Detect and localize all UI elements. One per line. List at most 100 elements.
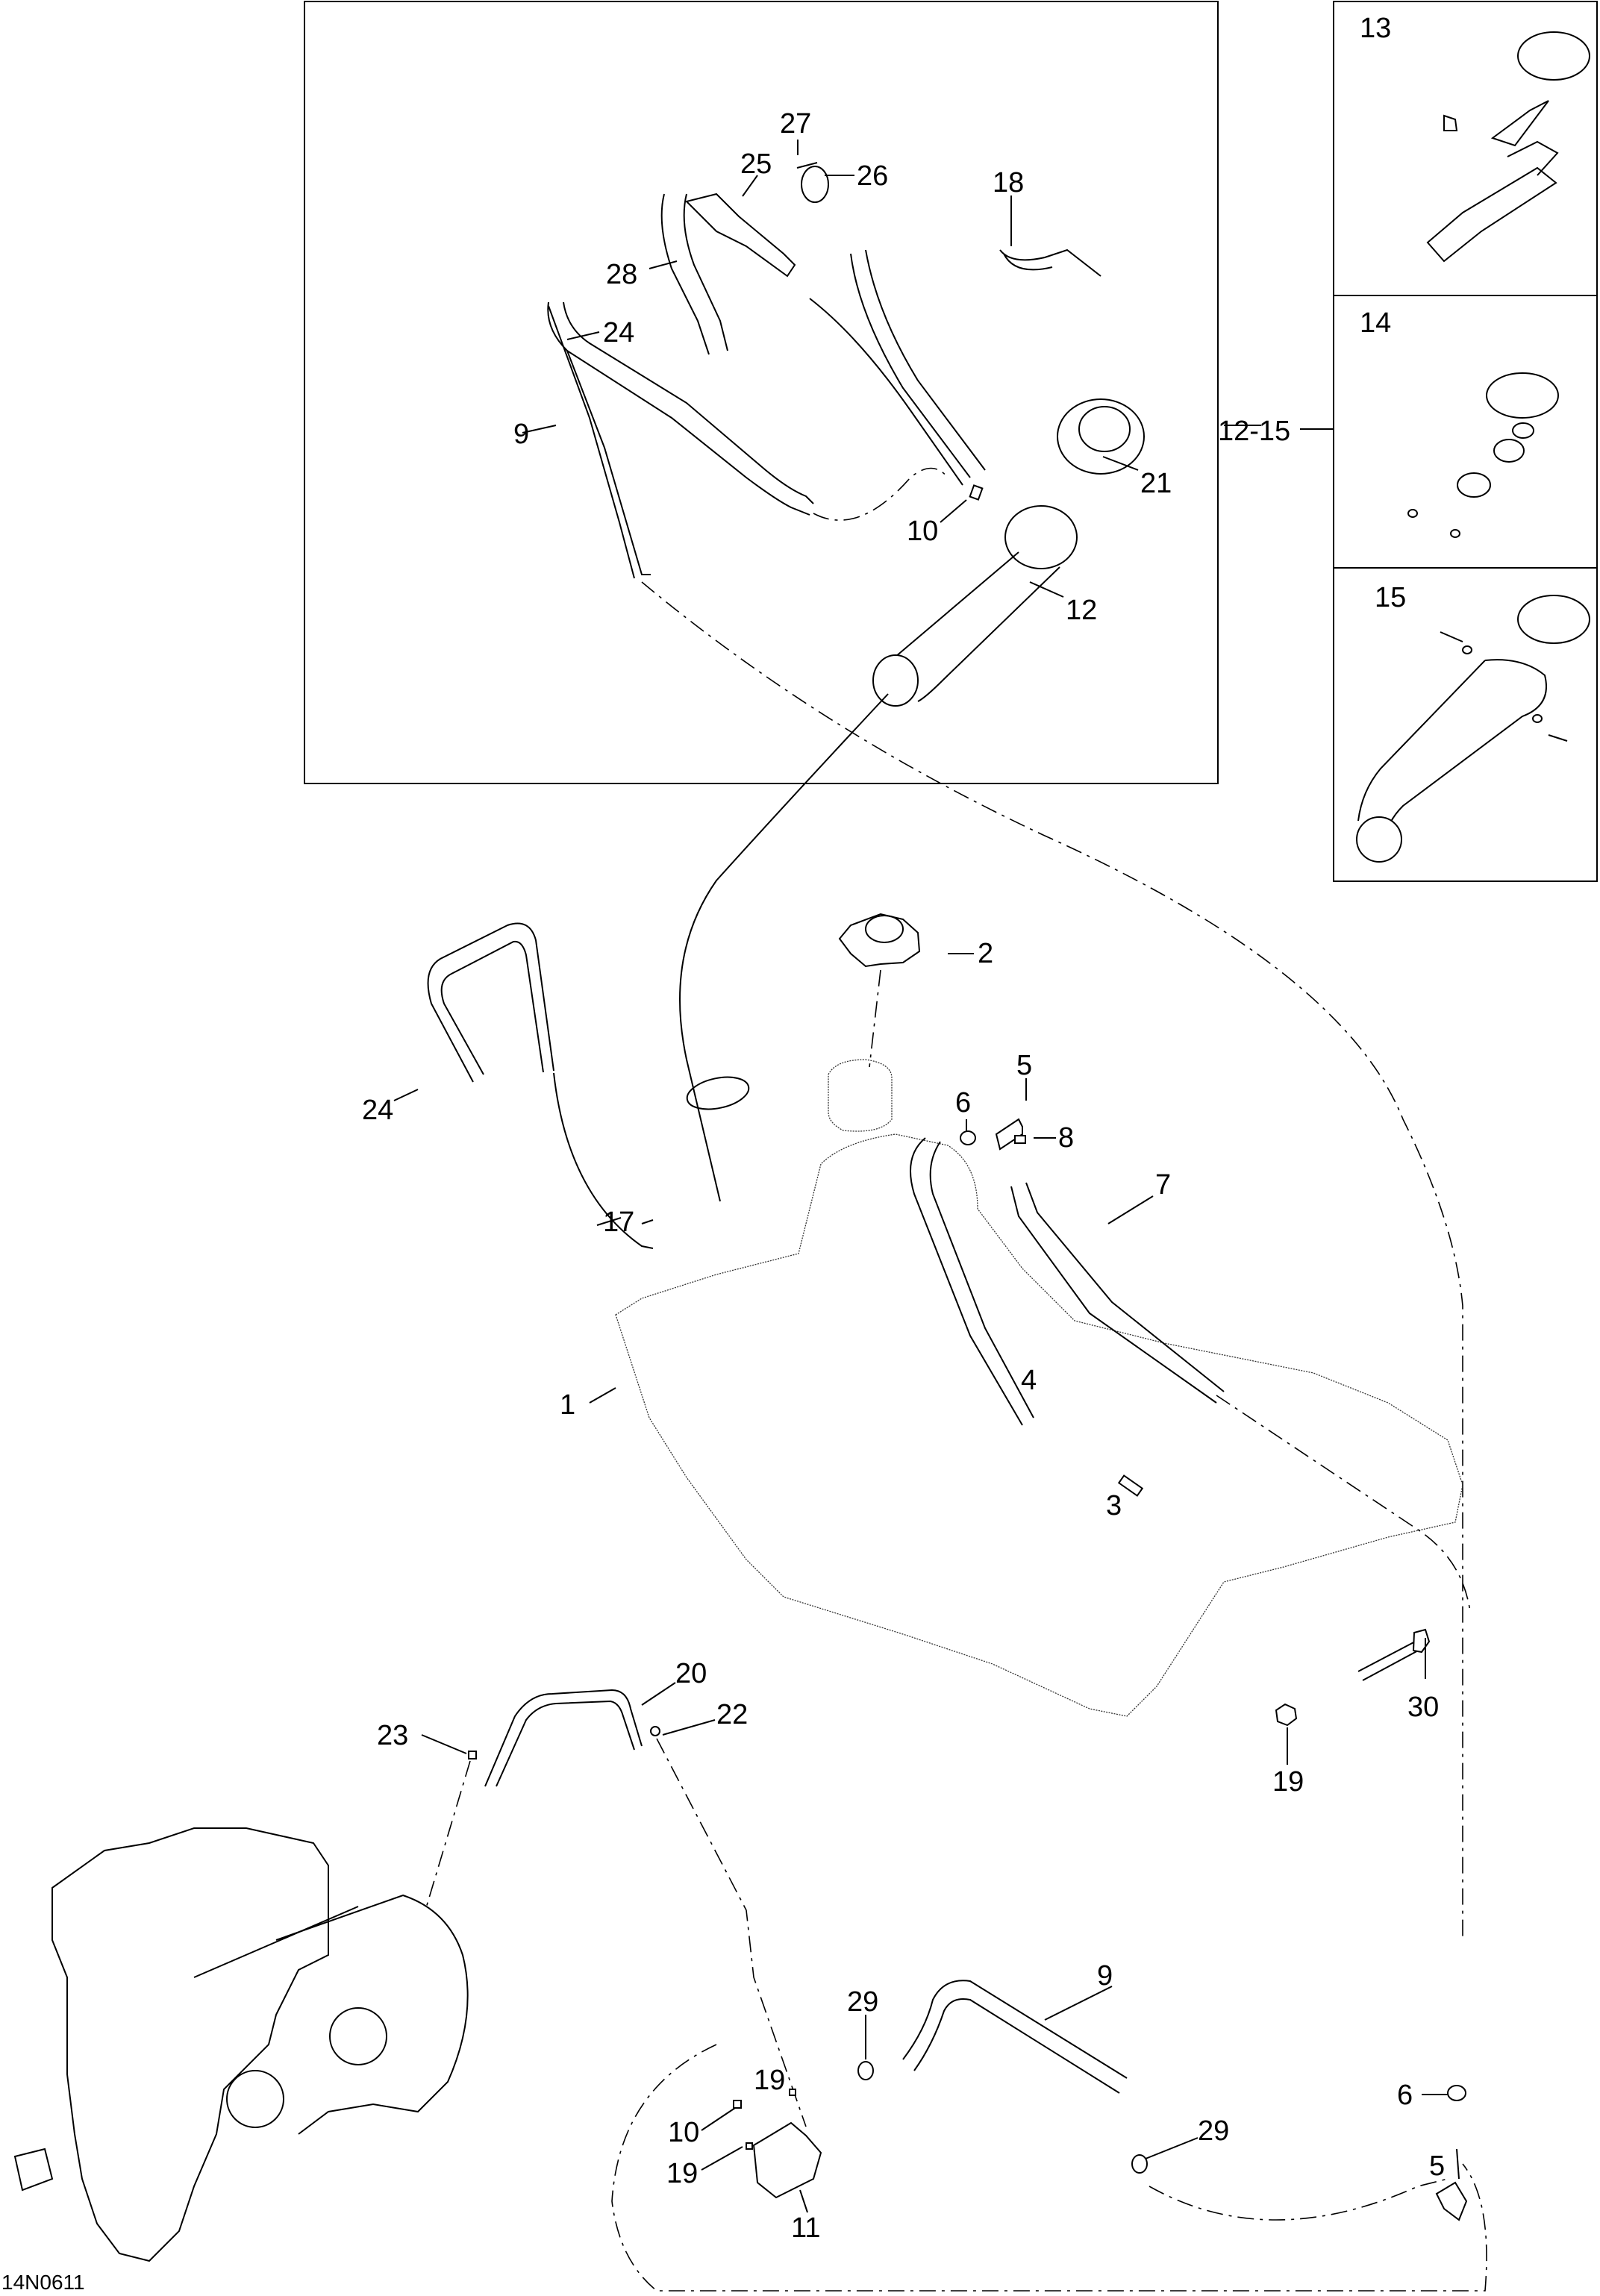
callout-30: 30 (1407, 1692, 1439, 1723)
hose-9-lower (902, 1980, 1128, 2094)
regulator-14 (1457, 472, 1491, 498)
washer-right-15 (1532, 714, 1543, 723)
callout-10: 10 (907, 516, 938, 547)
fitting-3 (1117, 1474, 1144, 1497)
callout-21: 21 (1140, 468, 1172, 499)
screw-27 (796, 162, 818, 169)
callout-17: 17 (603, 1207, 634, 1238)
clamp-29-b (1131, 2154, 1148, 2174)
callout-3: 3 (1106, 1490, 1122, 1521)
lock-ring-21 (1057, 398, 1145, 475)
main-inset-leaders (522, 140, 1261, 598)
bolt-30 (1357, 1639, 1422, 1681)
elbow-5-lower (1435, 2181, 1468, 2221)
pump-install-path (679, 693, 889, 1202)
main-inset-parts (547, 162, 1463, 1940)
callout-29-a: 29 (847, 1986, 878, 2018)
hose-24-lower (427, 922, 554, 1083)
fuel-pump-13 (1426, 166, 1557, 263)
lower-area-leaders (421, 1682, 1460, 2213)
callout-25: 25 (740, 148, 772, 180)
panel-14: 14 (1360, 307, 1559, 538)
connector-25 (685, 193, 796, 278)
gasket-17 (686, 1076, 750, 1110)
cap-axis (869, 969, 881, 1068)
hose-9-upper (548, 305, 651, 579)
washer-b-14 (1450, 529, 1460, 538)
pump-housing-end-15 (1356, 816, 1402, 863)
panel-15-number: 15 (1375, 582, 1406, 613)
panel-14-number: 14 (1360, 307, 1391, 339)
callout-5: 5 (1016, 1050, 1032, 1081)
side-panels (1333, 1, 1598, 882)
reference-code: 14N0611 (1, 2271, 85, 2294)
panel-15: 15 (1356, 582, 1590, 863)
fuel-cap-2-center (865, 915, 904, 943)
phantom-hose20-to-valve (656, 1738, 807, 2127)
callout-29-b: 29 (1198, 2115, 1229, 2147)
filter-13 (1443, 114, 1458, 131)
bolt-30-head (1412, 1628, 1431, 1654)
panel-13: 13 (1360, 13, 1590, 263)
callout-4: 4 (1021, 1365, 1037, 1396)
phantom-line-hose-to-fitting (813, 467, 949, 521)
callout-20: 20 (675, 1658, 707, 1689)
cap-19-a (789, 2089, 796, 2096)
panel-15-frame (1333, 567, 1598, 882)
callout-1: 1 (560, 1389, 575, 1421)
main-inset-callouts: 27 25 26 18 28 24 9 10 21 12 12-15 (513, 108, 1290, 626)
callout-24-lower: 24 (362, 1095, 393, 1126)
phantom-engine-to-hose (425, 1760, 471, 1911)
callout-6: 6 (955, 1087, 971, 1119)
clamp-8 (1014, 1135, 1026, 1144)
fuel-pump-outlet-13 (1507, 140, 1559, 176)
pump-flange-12 (1004, 505, 1078, 569)
callout-18: 18 (993, 167, 1024, 198)
tank-area-parts (427, 693, 1471, 1727)
callout-9: 9 (513, 419, 529, 450)
fuel-cap-2 (838, 913, 921, 968)
callout-19-lower-valve: 19 (666, 2158, 698, 2189)
cap-19-b (746, 2142, 753, 2150)
callout-7: 7 (1155, 1169, 1171, 1201)
hose24-install-path (553, 1072, 654, 1249)
washer-left-15 (1462, 645, 1472, 654)
tank-area-callouts: 2 5 6 8 24 17 7 1 4 3 30 19 (362, 938, 1439, 1798)
callout-26: 26 (857, 160, 888, 192)
callout-27: 27 (780, 108, 811, 140)
seal-ring-14 (1486, 372, 1559, 419)
elbow-fitting-5 (995, 1118, 1023, 1151)
clamp-29-a (857, 2061, 874, 2080)
sleeve-13 (1490, 100, 1549, 147)
clamp-23 (468, 1751, 477, 1759)
callout-6-lower: 6 (1397, 2080, 1413, 2111)
screw-right-15 (1548, 734, 1568, 742)
callout-12-15: 12-15 (1218, 416, 1290, 447)
callout-24: 24 (603, 317, 634, 348)
lower-area-parts (13, 1689, 1487, 2292)
callout-19-tank: 19 (1272, 1766, 1304, 1798)
nut-6 (960, 1130, 976, 1145)
main-inset-frame (304, 1, 1219, 784)
tank-area-leaders (393, 953, 1426, 1765)
hose-20 (484, 1689, 643, 1787)
callout-19-upper-valve: 19 (754, 2065, 785, 2096)
tank-filler-neck (828, 1059, 893, 1132)
panel-13-number: 13 (1360, 13, 1391, 44)
nut-19-tank (1275, 1703, 1298, 1727)
fitting-10-lower (733, 2100, 742, 2109)
callout-11: 11 (791, 2212, 820, 2244)
clamp-26 (801, 166, 829, 203)
callout-2: 2 (978, 938, 993, 969)
panel-13-frame (1333, 1, 1598, 296)
phantom-vent-line (1216, 1395, 1471, 1612)
callout-10-lower: 10 (668, 2117, 699, 2148)
pump-end-cap-12 (872, 654, 919, 707)
clamp-22 (650, 1726, 660, 1736)
lock-ring-21-inner (1078, 406, 1131, 452)
fitting-10-upper (969, 484, 984, 501)
callout-12: 12 (1066, 595, 1097, 626)
callout-5-lower: 5 (1429, 2150, 1445, 2182)
lower-area-callouts: 20 22 23 29 9 19 10 29 19 11 6 5 (377, 1658, 1445, 2244)
